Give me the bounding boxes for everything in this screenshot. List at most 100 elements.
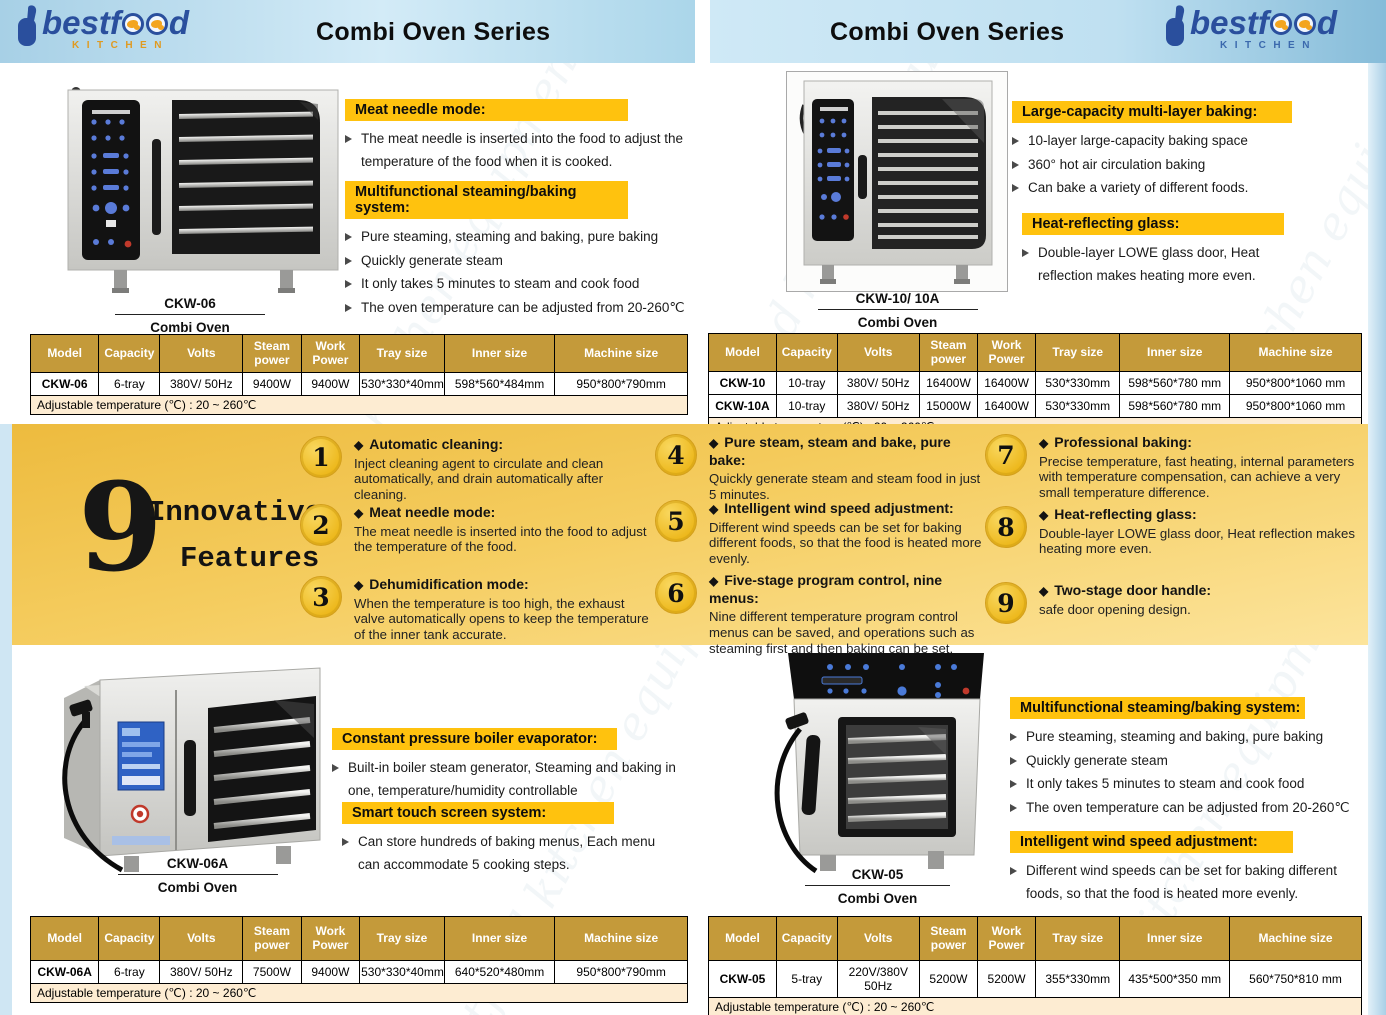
cell: 15000W xyxy=(918,393,979,418)
model-name: CKW-05 xyxy=(851,867,904,882)
cell: 5-tray xyxy=(775,959,838,998)
cell: 598*560*780 mm xyxy=(1119,393,1231,418)
col-header: Inner size xyxy=(443,334,556,373)
feature-title: ◆Two-stage door handle: xyxy=(1039,582,1212,598)
cell: 6-tray xyxy=(98,371,161,396)
cell: 16400W xyxy=(976,370,1037,395)
cell-model: CKW-06A xyxy=(29,959,100,984)
product-caption-ckw06: CKW-06 Combi Oven xyxy=(90,296,290,335)
band-feature-6: 6 ◆Five-stage program control, nine menu… xyxy=(655,572,990,657)
feature-block-wind-speed: Intelligent wind speed adjustment: Diffe… xyxy=(1010,831,1360,906)
band-feature-3: 3 ◆Dehumidification mode: When the tempe… xyxy=(300,576,652,643)
product-caption-ckw05: CKW-05 Combi Oven xyxy=(775,867,980,906)
arrow-bullet-icon xyxy=(345,135,352,143)
col-header: Inner size xyxy=(443,916,556,961)
cell: 530*330mm xyxy=(1035,393,1121,418)
feature-bullet: 10-layer large-capacity baking space xyxy=(1012,130,1342,153)
band-feature-1: 1 ◆Automatic cleaning: Inject cleaning a… xyxy=(300,436,652,503)
product-image-ckw06a xyxy=(24,646,330,879)
col-header: Work Power xyxy=(976,333,1037,372)
temperature-note: Adjustable temperature (℃) : 20 ~ 260℃ xyxy=(30,394,688,415)
cell: 598*560*780 mm xyxy=(1119,370,1231,395)
col-header: Work Power xyxy=(300,334,361,373)
feature-bullet: Different wind speeds can be set for bak… xyxy=(1010,860,1360,905)
combi-oven-illustration xyxy=(774,653,984,874)
feature-number-badge: 4 xyxy=(655,434,697,476)
col-header: Steam power xyxy=(242,334,302,373)
col-header: Machine size xyxy=(1229,916,1362,961)
table-row: CKW-10A 10-tray 380V/ 50Hz 15000W 16400W… xyxy=(708,393,1362,418)
combi-oven-illustration xyxy=(67,87,339,293)
arrow-bullet-icon xyxy=(345,233,352,241)
big-nine: 9 xyxy=(78,455,163,599)
feature-block-touch-screen: Smart touch screen system: Can store hun… xyxy=(342,802,687,877)
col-header: Capacity xyxy=(98,334,161,373)
feature-number-badge: 3 xyxy=(300,576,342,618)
diamond-icon: ◆ xyxy=(354,438,364,452)
table-footer-row: Adjustable temperature (℃) : 20 ~ 260℃ xyxy=(708,996,1362,1015)
band-feature-5: 5 ◆Intelligent wind speed adjustment: Di… xyxy=(655,500,990,567)
feature-body: The meat needle is inserted into the foo… xyxy=(354,523,647,555)
globe-icon xyxy=(121,13,144,35)
arrow-bullet-icon xyxy=(1012,137,1019,145)
page-title-left: Combi Oven Series xyxy=(316,18,551,46)
cell: 435*500*350 mm xyxy=(1119,959,1231,998)
band-feature-4: 4 ◆Pure steam, steam and bake, pure bake… xyxy=(655,434,990,503)
temperature-note: Adjustable temperature (℃) : 20 ~ 260℃ xyxy=(30,982,688,1003)
col-header: Machine size xyxy=(554,916,688,961)
col-header: Capacity xyxy=(775,333,838,372)
cell: 10-tray xyxy=(775,370,838,395)
col-header: Volts xyxy=(836,916,920,961)
col-header: Steam power xyxy=(242,916,302,961)
cell: 16400W xyxy=(918,370,979,395)
diamond-icon: ◆ xyxy=(1039,584,1049,598)
arrow-bullet-icon xyxy=(1010,756,1017,765)
globe-icon xyxy=(1293,13,1316,35)
spec-table-ckw05: Model Capacity Volts Steam power Work Po… xyxy=(708,916,1362,1015)
table-footer-row: Adjustable temperature (℃) : 20 ~ 260℃ xyxy=(30,394,688,415)
col-header: Model xyxy=(29,916,100,961)
feature-block-large-capacity: Large-capacity multi-layer baking: 10-la… xyxy=(1012,101,1342,201)
page-edge-left xyxy=(0,424,12,1015)
diamond-icon: ◆ xyxy=(1039,508,1049,522)
model-name: CKW-06A xyxy=(166,856,229,871)
cell: 9400W xyxy=(242,371,302,396)
cell: 7500W xyxy=(242,959,302,984)
caption-divider xyxy=(817,309,978,310)
col-header: Volts xyxy=(159,334,244,373)
feature-body: safe door opening design. xyxy=(1039,601,1191,617)
feature-body: Double-layer LOWE glass door, Heat refle… xyxy=(1039,525,1355,557)
brand-subtitle: KITCHEN xyxy=(1220,40,1317,51)
product-type: Combi Oven xyxy=(857,315,938,330)
feature-block-meat-needle: Meat needle mode: The meat needle is ins… xyxy=(345,99,690,174)
arrow-bullet-icon xyxy=(345,304,352,313)
feature-bullet: Can bake a variety of different foods. xyxy=(1012,177,1342,200)
table-row: CKW-06 6-tray 380V/ 50Hz 9400W 9400W 530… xyxy=(29,371,688,396)
cell: 5200W xyxy=(918,959,979,998)
diamond-icon: ◆ xyxy=(709,502,719,516)
feature-bullet: Quickly generate steam xyxy=(1010,750,1360,773)
cell: 598*560*484mm xyxy=(443,371,556,396)
spec-table-ckw06: Model Capacity Volts Steam power Work Po… xyxy=(29,334,688,415)
arrow-bullet-icon xyxy=(1012,160,1019,169)
cell: 530*330*40mm xyxy=(359,959,445,984)
globe-icon xyxy=(145,13,168,35)
col-header: Tray size xyxy=(1035,916,1121,961)
combi-oven-illustration xyxy=(799,80,993,284)
table-header-row: Model Capacity Volts Steam power Work Po… xyxy=(708,916,1362,961)
feature-bullet: Pure steaming, steaming and baking, pure… xyxy=(1010,726,1360,749)
caption-divider xyxy=(117,874,278,875)
col-header: Work Power xyxy=(976,916,1037,961)
feature-bullet: Quickly generate steam xyxy=(345,250,690,273)
band-title: Innovative Features xyxy=(148,496,323,575)
thumbs-up-icon xyxy=(18,5,37,46)
band-feature-2: 2 ◆Meat needle mode: The meat needle is … xyxy=(300,504,652,555)
arrow-bullet-icon xyxy=(1010,780,1017,789)
product-image-ckw05 xyxy=(742,643,1004,880)
feature-bullet: The oven temperature can be adjusted fro… xyxy=(345,297,690,320)
product-image-ckw06 xyxy=(62,84,342,301)
